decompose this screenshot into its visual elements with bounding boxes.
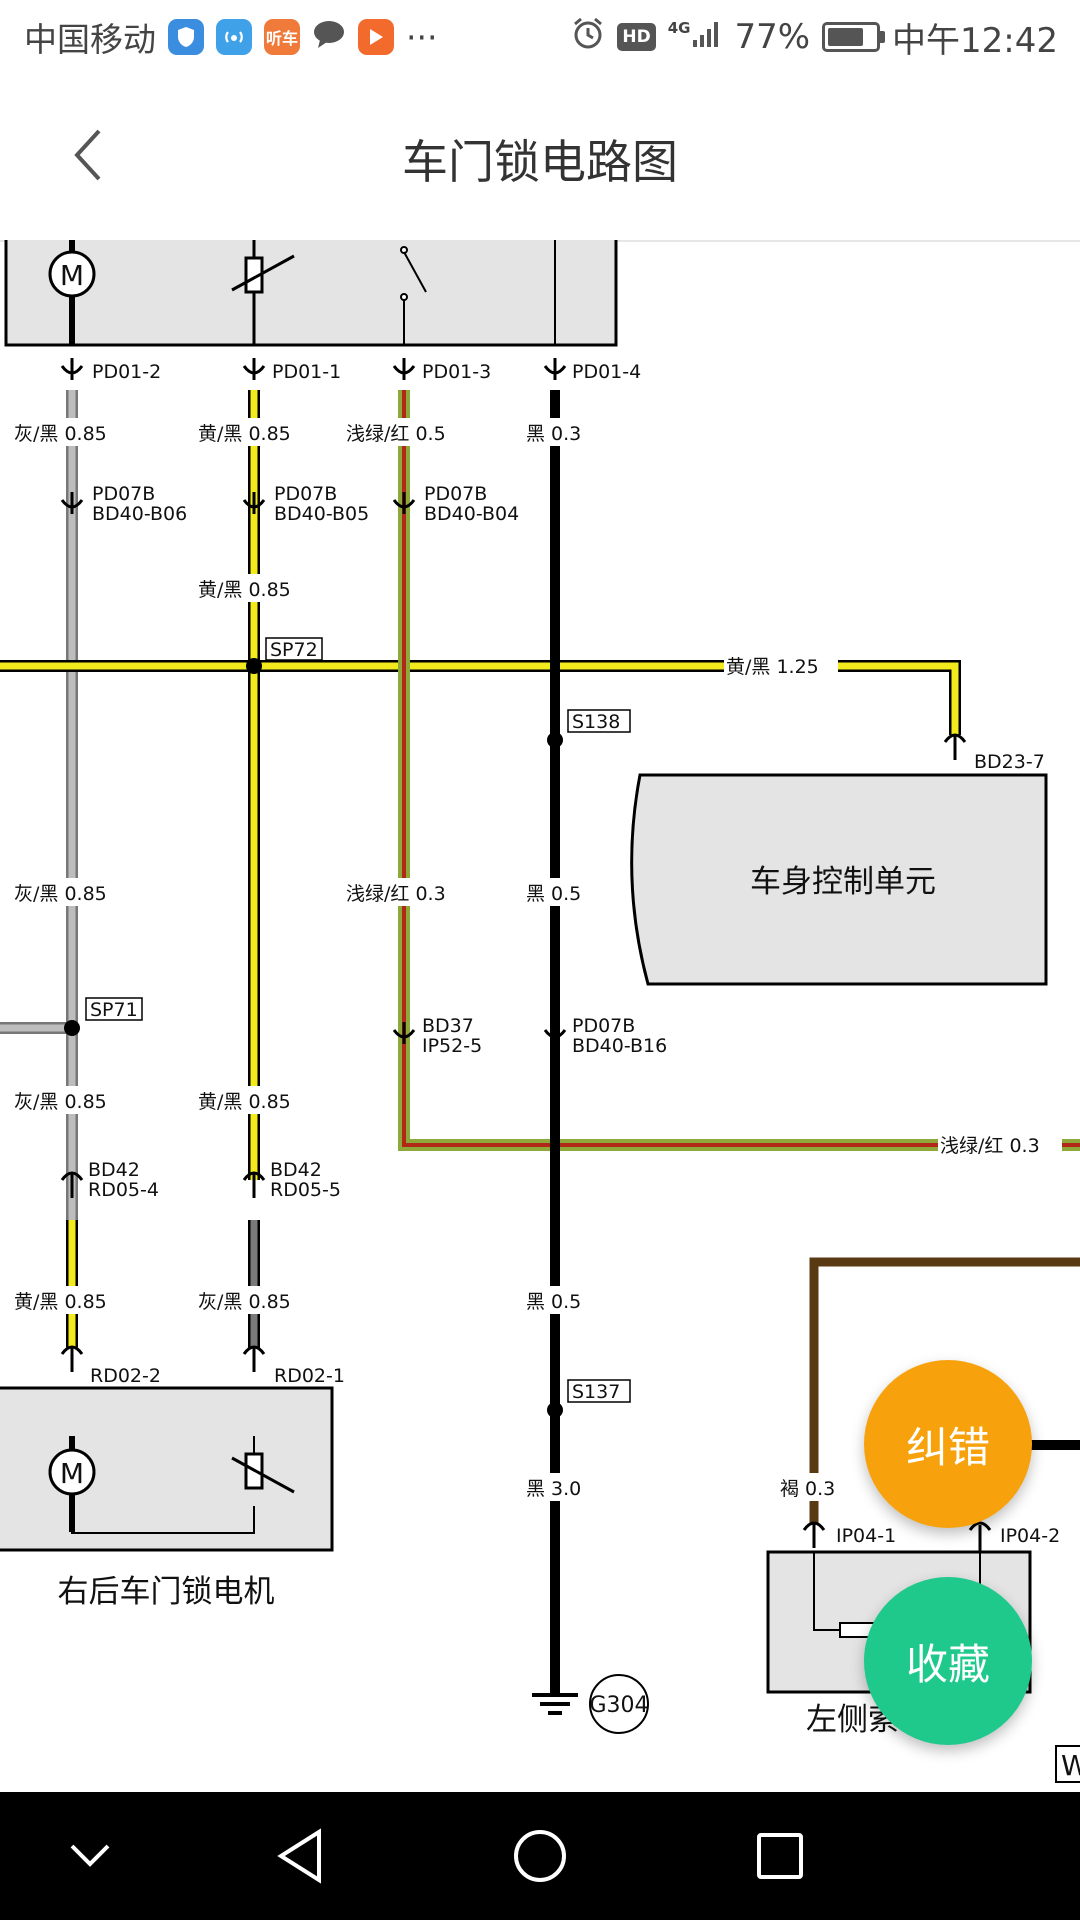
- wire-label: 黑 3.0: [526, 1478, 581, 1500]
- nav-recents-button[interactable]: [740, 1816, 820, 1896]
- wire-label: 黄/黑 0.85: [14, 1291, 107, 1313]
- connector-label: BD42: [88, 1159, 140, 1181]
- edge-label: W: [1061, 1749, 1080, 1782]
- splice-dot: [547, 732, 563, 748]
- connector-label: PD01-4: [572, 361, 641, 383]
- connector-label: BD40-B04: [424, 503, 519, 525]
- status-right: HD 4G 77% 中午12:42: [571, 12, 1058, 62]
- more-notifications: ···: [406, 17, 438, 57]
- alarm-icon: [571, 16, 605, 59]
- splice-dot: [64, 1020, 80, 1036]
- chat-bubble-icon: [312, 18, 346, 57]
- splice-dot: [246, 658, 262, 674]
- tingche-app-icon: 听车: [264, 19, 300, 55]
- connector-label: PD01-2: [92, 361, 161, 383]
- title-bar: 车门锁电路图: [0, 74, 1080, 242]
- wire-gray-black: [0, 390, 260, 1348]
- hd-badge: HD: [617, 23, 656, 51]
- bcm-box: [630, 773, 1048, 986]
- video-play-icon: [358, 19, 394, 55]
- wire-label: 灰/黑 0.85: [14, 423, 107, 445]
- connector-label: PD07B: [92, 483, 155, 505]
- wire-label: 黄/黑 1.25: [726, 656, 819, 678]
- connector-label: RD02-2: [90, 1365, 161, 1387]
- connector-label: BD40-B05: [274, 503, 369, 525]
- wire-label: 黑 0.5: [526, 1291, 581, 1313]
- triangle-back-icon: [277, 1828, 321, 1884]
- connector-label: PD07B: [424, 483, 487, 505]
- battery-icon: [822, 22, 886, 52]
- motor-symbol-label: M: [60, 259, 84, 292]
- system-nav-bar: [0, 1792, 1080, 1920]
- shield-icon: [168, 19, 204, 55]
- motor-symbol-label: M: [60, 1457, 84, 1490]
- wire-label: 浅绿/红 0.3: [346, 883, 446, 905]
- connector-label: RD02-1: [274, 1365, 345, 1387]
- connector-label: PD07B: [274, 483, 337, 505]
- wire-label: 灰/黑 0.85: [14, 1091, 107, 1113]
- wire-label: 灰/黑 0.85: [14, 883, 107, 905]
- connector-label: PD07B: [572, 1015, 635, 1037]
- correct-button[interactable]: 纠错: [864, 1360, 1032, 1528]
- front-door-module-box: [4, 240, 618, 347]
- wire-green-red: [398, 390, 1080, 1151]
- status-bar: 中国移动 听车 ··· HD 4G 77% 中午12:42: [0, 0, 1080, 74]
- wifi-hotspot-icon: [216, 19, 252, 55]
- ground-label: G304: [589, 1693, 648, 1718]
- wire-label: 黄/黑 0.85: [198, 423, 291, 445]
- status-left: 中国移动 听车 ···: [24, 12, 437, 62]
- chevron-left-icon: [74, 129, 101, 181]
- signal-icon: [692, 17, 722, 57]
- collect-button[interactable]: 收藏: [864, 1577, 1032, 1745]
- connector-label: PD01-3: [422, 361, 491, 383]
- wire-label: 灰/黑 0.85: [198, 1291, 291, 1313]
- wiring-diagram[interactable]: M: [0, 240, 1080, 1792]
- nav-back-button[interactable]: [260, 1816, 340, 1896]
- wire-label: 黄/黑 0.85: [198, 579, 291, 601]
- square-recents-icon: [757, 1833, 803, 1879]
- bcm-label: 车身控制单元: [750, 864, 936, 900]
- connector-label: BD37: [422, 1015, 474, 1037]
- circuit-canvas: M: [0, 240, 1080, 1783]
- connector-label: RD05-5: [270, 1179, 341, 1201]
- rr-door-motor-label: 右后车门锁电机: [58, 1574, 275, 1610]
- connector-label: BD40-B16: [572, 1035, 667, 1057]
- splice-label: SP71: [90, 999, 138, 1021]
- clock: 中午12:42: [892, 20, 1058, 61]
- chevron-down-icon: [70, 1844, 110, 1867]
- splice-label: S137: [572, 1381, 620, 1403]
- circle-home-icon: [514, 1830, 566, 1882]
- wire-label: 浅绿/红 0.3: [940, 1135, 1040, 1157]
- back-button[interactable]: [54, 120, 124, 190]
- connector-label: RD05-4: [88, 1179, 159, 1201]
- connector-label: IP04-1: [836, 1525, 896, 1547]
- wire-label: 黑 0.3: [526, 423, 581, 445]
- connector-label: IP04-2: [1000, 1525, 1060, 1547]
- page-title: 车门锁电路图: [402, 135, 678, 189]
- hide-nav-button[interactable]: [50, 1816, 130, 1896]
- nav-home-button[interactable]: [500, 1816, 580, 1896]
- connector-label: IP52-5: [422, 1035, 482, 1057]
- splice-dot: [547, 1402, 563, 1418]
- battery-percent: 77%: [734, 17, 811, 57]
- wire-label: 黑 0.5: [526, 883, 581, 905]
- battery-level: [828, 28, 864, 46]
- connector-label: BD42: [270, 1159, 322, 1181]
- network-type: 4G: [667, 19, 691, 37]
- splice-label: SP72: [270, 639, 318, 661]
- connector-label: PD01-1: [272, 361, 341, 383]
- wire-label: 黄/黑 0.85: [198, 1091, 291, 1113]
- wire-yellow-black: [0, 390, 961, 1348]
- connector-label: BD23-7: [974, 751, 1045, 773]
- connector-label: BD40-B06: [92, 503, 187, 525]
- wire-label: 浅绿/红 0.5: [346, 423, 446, 445]
- carrier-label: 中国移动: [24, 20, 156, 59]
- wire-label: 褐 0.3: [780, 1478, 835, 1500]
- splice-label: S138: [572, 711, 620, 733]
